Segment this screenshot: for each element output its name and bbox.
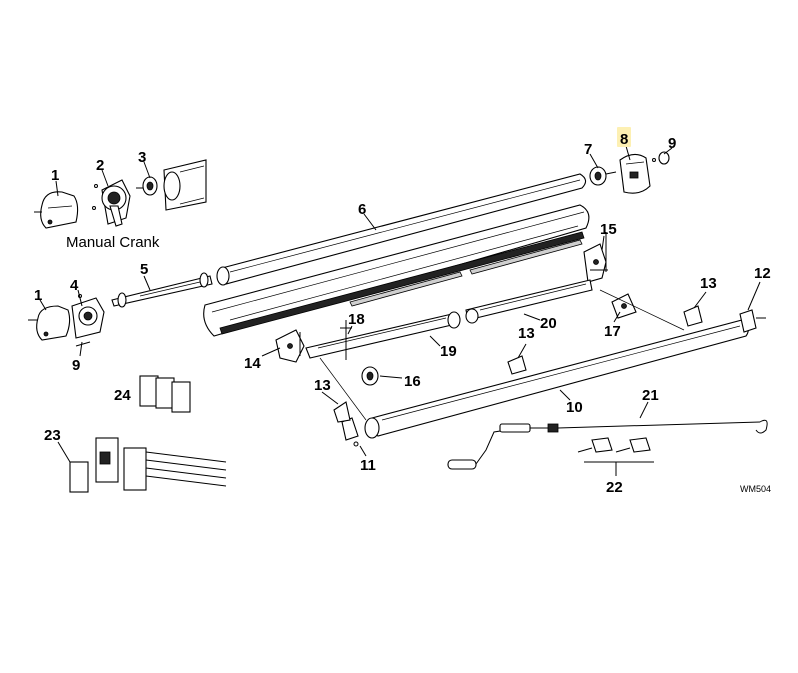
callout-13-plug-left: 13 (314, 377, 331, 394)
lead-bar-part (364, 319, 749, 439)
switch-plate-part (69, 437, 227, 493)
diagram-code: WM504 (740, 484, 771, 494)
callout-6-roller-tube: 6 (358, 201, 366, 218)
awning-rail-part (203, 204, 590, 337)
callout-15-upper-bracket: 15 (600, 221, 617, 238)
callout-3-bearing: 3 (138, 149, 146, 166)
callout-labels: 1 2 3 6 7 8 9 15 5 4 1 9 18 14 19 20 13 … (34, 131, 771, 496)
callout-11-lead-cap-left: 11 (360, 457, 376, 474)
lower-arm-part (305, 311, 461, 359)
frame-line-part (319, 289, 685, 421)
callout-12-lead-cap-right: 12 (754, 265, 771, 282)
callout-19-lower-arm: 19 (440, 343, 457, 360)
motor-washer-part (652, 151, 670, 165)
lead-cap-right-part (739, 309, 766, 333)
arm-bracket-part (611, 293, 637, 319)
gasket-set-part (139, 375, 191, 413)
callout-21-crank-handle: 21 (642, 387, 659, 404)
callout-8-highlight (617, 127, 631, 147)
callout-9-washer: 9 (668, 135, 676, 152)
manual-crank-caption: Manual Crank (66, 234, 160, 251)
callout-24-gaskets: 24 (114, 387, 131, 404)
motor-cap-part (28, 305, 71, 341)
callout-20-upper-arm: 20 (540, 315, 557, 332)
drive-rod-part (111, 272, 213, 308)
callout-17-arm-bracket: 17 (604, 323, 621, 340)
tube-section-part (163, 159, 207, 211)
clip-pair-part (577, 437, 654, 463)
callout-16-pivot: 16 (404, 373, 421, 390)
callout-13-plug-center: 13 (518, 325, 535, 342)
motor-coupler-part (589, 166, 617, 186)
crank-gear-part (92, 179, 131, 227)
callout-1-motor-cap: 1 (34, 287, 42, 304)
crank-handle-part (447, 419, 768, 470)
callout-8-motor-head: 8 (620, 131, 628, 148)
leader-lines (39, 145, 761, 476)
end-cap-part (34, 191, 79, 229)
roller-tube-part (216, 173, 587, 286)
callout-23-switch-plate: 23 (44, 427, 61, 444)
callout-5-drive-rod: 5 (140, 261, 148, 278)
callout-13-plug-right: 13 (700, 275, 717, 292)
callout-4-motor-bracket: 4 (70, 277, 79, 294)
plug-part (333, 305, 703, 423)
pivot-part (361, 366, 379, 386)
callout-10-lead-bar: 10 (566, 399, 583, 416)
upper-arm-part (465, 279, 593, 324)
callout-7-coupler: 7 (584, 141, 592, 158)
motor-head-part (619, 153, 651, 194)
bearing-part (136, 176, 158, 196)
strut-part (340, 320, 352, 360)
callout-14-bottom-bracket: 14 (244, 355, 261, 372)
upper-bracket-part (583, 232, 608, 283)
motor-bracket-part (71, 294, 105, 347)
callout-2-crank-gear: 2 (96, 157, 104, 174)
lead-cap-left-part (341, 417, 359, 447)
callout-9-screw: 9 (72, 357, 80, 374)
callout-18-strut: 18 (348, 311, 365, 328)
bottom-bracket-part (275, 329, 305, 363)
callout-1-crank-cap: 1 (51, 167, 59, 184)
callout-22-clips: 22 (606, 479, 623, 496)
